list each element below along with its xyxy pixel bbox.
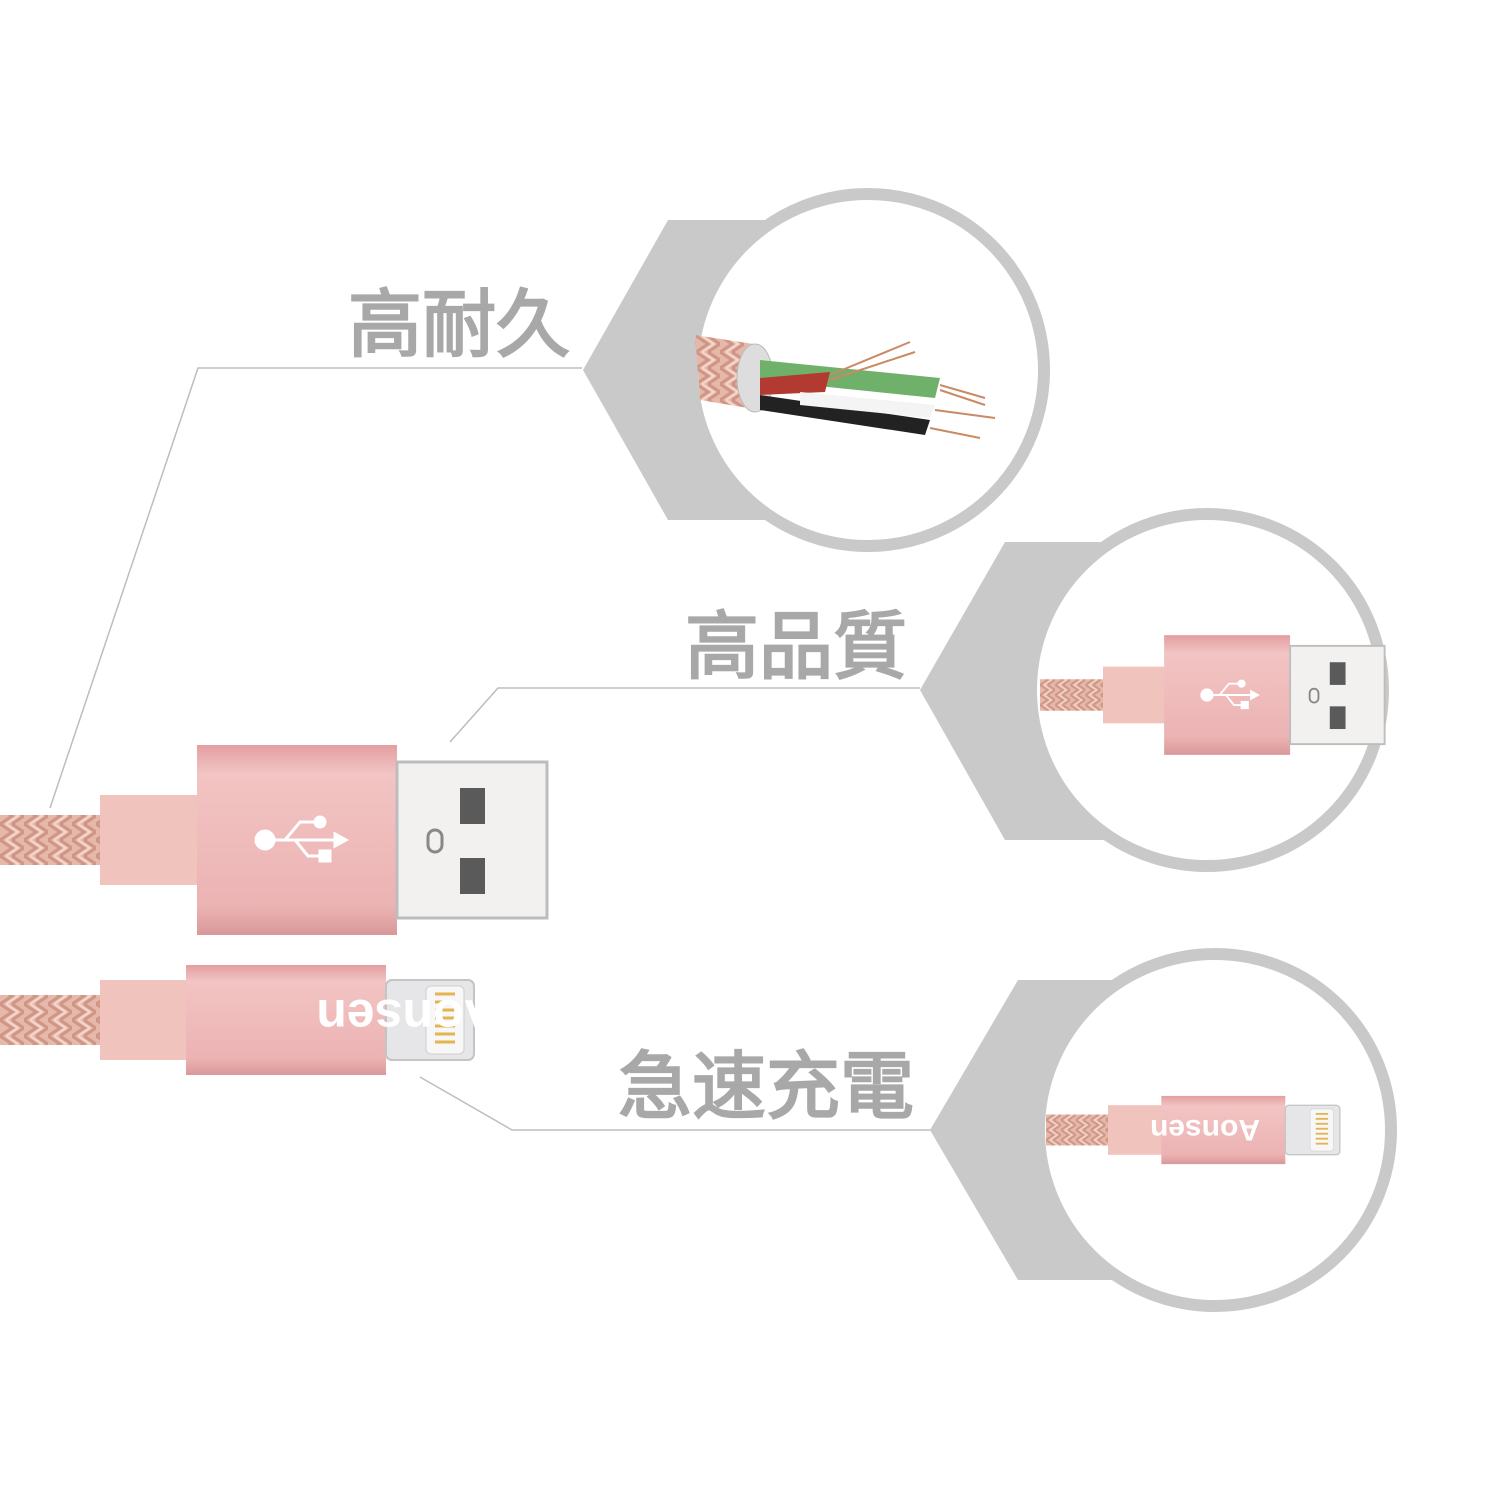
feature-label-durability: 高耐久 [348,282,570,368]
feature-label-charging: 急速充電 [618,1044,914,1130]
leader-line-durability [49,367,582,809]
leader-line-charging [419,1076,932,1131]
detail-circle-wires [686,188,1050,552]
brand-logo-small: Aonsen [1150,1113,1260,1146]
leader-line-quality [449,687,920,743]
wire-cutaway-image [695,335,996,439]
usb-a-connector [0,743,549,937]
brand-logo: Aonsen [316,989,499,1045]
feature-label-quality: 高品質 [685,604,907,690]
